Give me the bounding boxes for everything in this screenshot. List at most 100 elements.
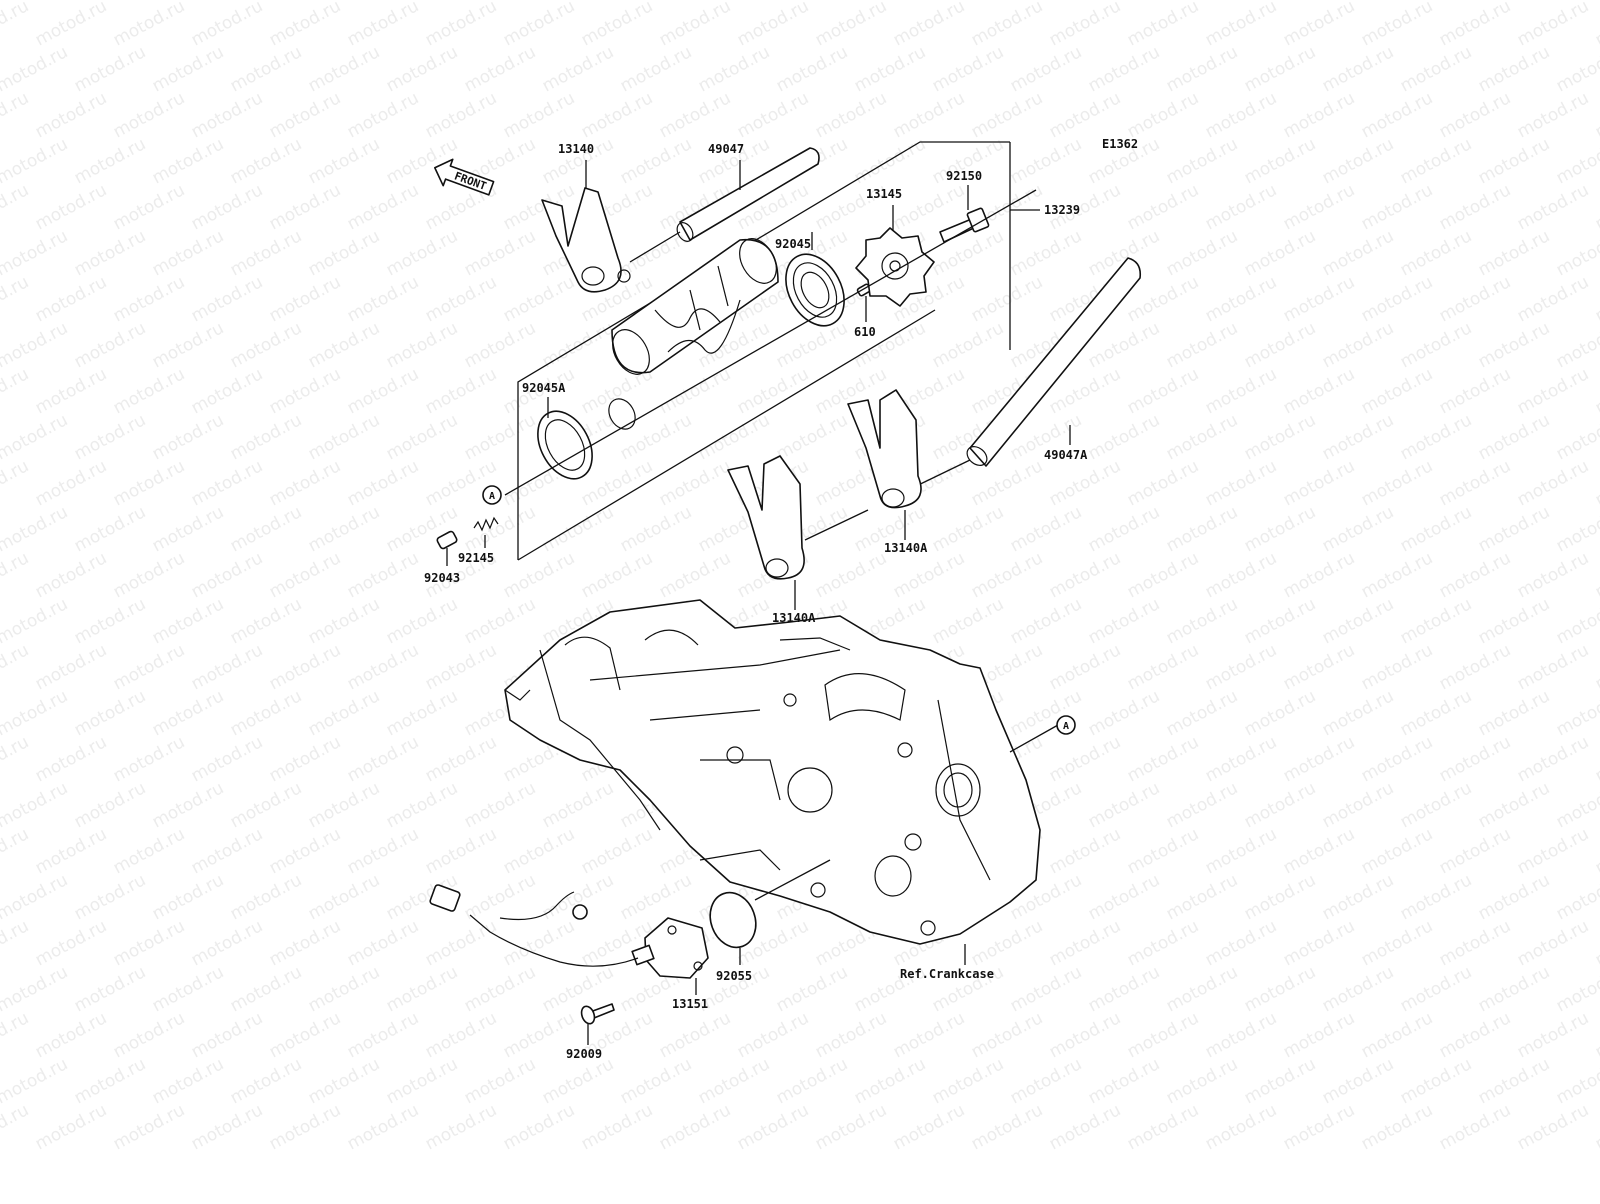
watermark-text: motod.ru — [110, 1008, 188, 1062]
watermark-text: motod.ru — [0, 732, 32, 786]
watermark-text: motod.ru — [1475, 410, 1553, 464]
watermark-text: motod.ru — [812, 0, 890, 50]
watermark-text: motod.ru — [1046, 916, 1124, 970]
o-ring-92055 — [709, 891, 757, 949]
watermark-text: motod.ru — [1475, 318, 1553, 372]
spring-92145 — [473, 516, 499, 532]
watermark-text: motod.ru — [1124, 732, 1202, 786]
watermark-text: motod.ru — [461, 870, 539, 924]
watermark-text: motod.ru — [188, 640, 266, 694]
watermark-text: motod.ru — [1124, 456, 1202, 510]
watermark-text: motod.ru — [1358, 180, 1436, 234]
watermark-text: motod.ru — [1319, 410, 1397, 464]
watermark-text: motod.ru — [1397, 962, 1475, 1016]
watermark-text: motod.ru — [1514, 0, 1592, 50]
watermark-text: motod.ru — [1124, 640, 1202, 694]
watermark-text: motod.ru — [1553, 226, 1600, 280]
watermark-text: motod.ru — [968, 1008, 1046, 1062]
watermark-text: motod.ru — [266, 732, 344, 786]
watermark-text: motod.ru — [1553, 594, 1600, 648]
watermark-text: motod.ru — [110, 732, 188, 786]
watermark-text: motod.ru — [305, 778, 383, 832]
watermark-text: motod.ru — [773, 42, 851, 96]
part-label-92009: 92009 — [566, 1047, 602, 1061]
watermark-text: motod.ru — [1163, 410, 1241, 464]
axis-fork-link — [804, 509, 869, 541]
watermark-text: motod.ru — [0, 134, 71, 188]
watermark-text: motod.ru — [1475, 962, 1553, 1016]
watermark-text: motod.ru — [773, 410, 851, 464]
watermark-text: motod.ru — [188, 1008, 266, 1062]
watermark-text: motod.ru — [71, 318, 149, 372]
watermark-text: motod.ru — [1358, 0, 1436, 50]
watermark-text: motod.ru — [1124, 824, 1202, 878]
watermark-text: motod.ru — [1319, 134, 1397, 188]
watermark-text: motod.ru — [1280, 640, 1358, 694]
watermark-text: motod.ru — [149, 42, 227, 96]
leader-a-lower — [1009, 724, 1059, 753]
watermark-text: motod.ru — [0, 870, 71, 924]
watermark-text: motod.ru — [1592, 88, 1600, 142]
watermark-text: motod.ru — [1280, 364, 1358, 418]
watermark-text: motod.ru — [1202, 640, 1280, 694]
watermark-text: motod.ru — [32, 364, 110, 418]
watermark-text: motod.ru — [1436, 180, 1514, 234]
watermark-text: motod.ru — [1241, 502, 1319, 556]
shift-rod-49047 — [676, 147, 820, 242]
watermark-text: motod.ru — [1046, 548, 1124, 602]
watermark-text: motod.ru — [656, 548, 734, 602]
watermark-text: motod.ru — [929, 318, 1007, 372]
watermark-text: motod.ru — [773, 962, 851, 1016]
watermark-text: motod.ru — [266, 916, 344, 970]
watermark-text: motod.ru — [32, 640, 110, 694]
watermark-text: motod.ru — [227, 594, 305, 648]
watermark-text: motod.ru — [1358, 548, 1436, 602]
watermark-text: motod.ru — [149, 410, 227, 464]
watermark-text: motod.ru — [1202, 1008, 1280, 1062]
watermark-text: motod.ru — [1163, 594, 1241, 648]
watermark-text: motod.ru — [1007, 226, 1085, 280]
watermark-text: motod.ru — [617, 502, 695, 556]
watermark-text: motod.ru — [1241, 962, 1319, 1016]
watermark-text: motod.ru — [812, 548, 890, 602]
watermark-text: motod.ru — [500, 272, 578, 326]
watermark-text: motod.ru — [110, 548, 188, 602]
watermark-text: motod.ru — [266, 272, 344, 326]
watermark-text: motod.ru — [1280, 456, 1358, 510]
wire-harness — [429, 884, 639, 967]
watermark-text: motod.ru — [1241, 0, 1319, 4]
watermark-text: motod.ru — [227, 686, 305, 740]
watermark-text: motod.ru — [695, 1054, 773, 1108]
watermark-text: motod.ru — [812, 88, 890, 142]
axis-a-line — [504, 189, 1037, 496]
part-label-49047: 49047 — [708, 142, 744, 156]
watermark-text: motod.ru — [1592, 916, 1600, 970]
watermark-text: motod.ru — [1397, 42, 1475, 96]
watermark-text: motod.ru — [0, 824, 32, 878]
watermark-text: motod.ru — [890, 0, 968, 50]
watermark-text: motod.ru — [422, 640, 500, 694]
watermark-text: motod.ru — [1592, 180, 1600, 234]
watermark-text: motod.ru — [149, 870, 227, 924]
watermark-text: motod.ru — [1085, 0, 1163, 4]
watermark-text: motod.ru — [383, 410, 461, 464]
watermark-text: motod.ru — [0, 180, 32, 234]
watermark-text: motod.ru — [1319, 962, 1397, 1016]
watermark-text: motod.ru — [1163, 226, 1241, 280]
watermark-text: motod.ru — [1475, 686, 1553, 740]
watermark-text: motod.ru — [461, 1054, 539, 1108]
watermark-text: motod.ru — [305, 1054, 383, 1108]
watermark-text: motod.ru — [110, 456, 188, 510]
watermark-text: motod.ru — [1085, 594, 1163, 648]
part-label-92045a: 92045A — [522, 381, 566, 395]
watermark-text: motod.ru — [149, 502, 227, 556]
watermark-text: motod.ru — [71, 594, 149, 648]
watermark-text: motod.ru — [188, 88, 266, 142]
watermark-text: motod.ru — [305, 594, 383, 648]
watermark-text: motod.ru — [578, 1100, 656, 1154]
watermark-text: motod.ru — [1397, 226, 1475, 280]
watermark-text: motod.ru — [1319, 686, 1397, 740]
watermark-text: motod.ru — [461, 962, 539, 1016]
callout-a-upper-label: A — [489, 491, 495, 502]
